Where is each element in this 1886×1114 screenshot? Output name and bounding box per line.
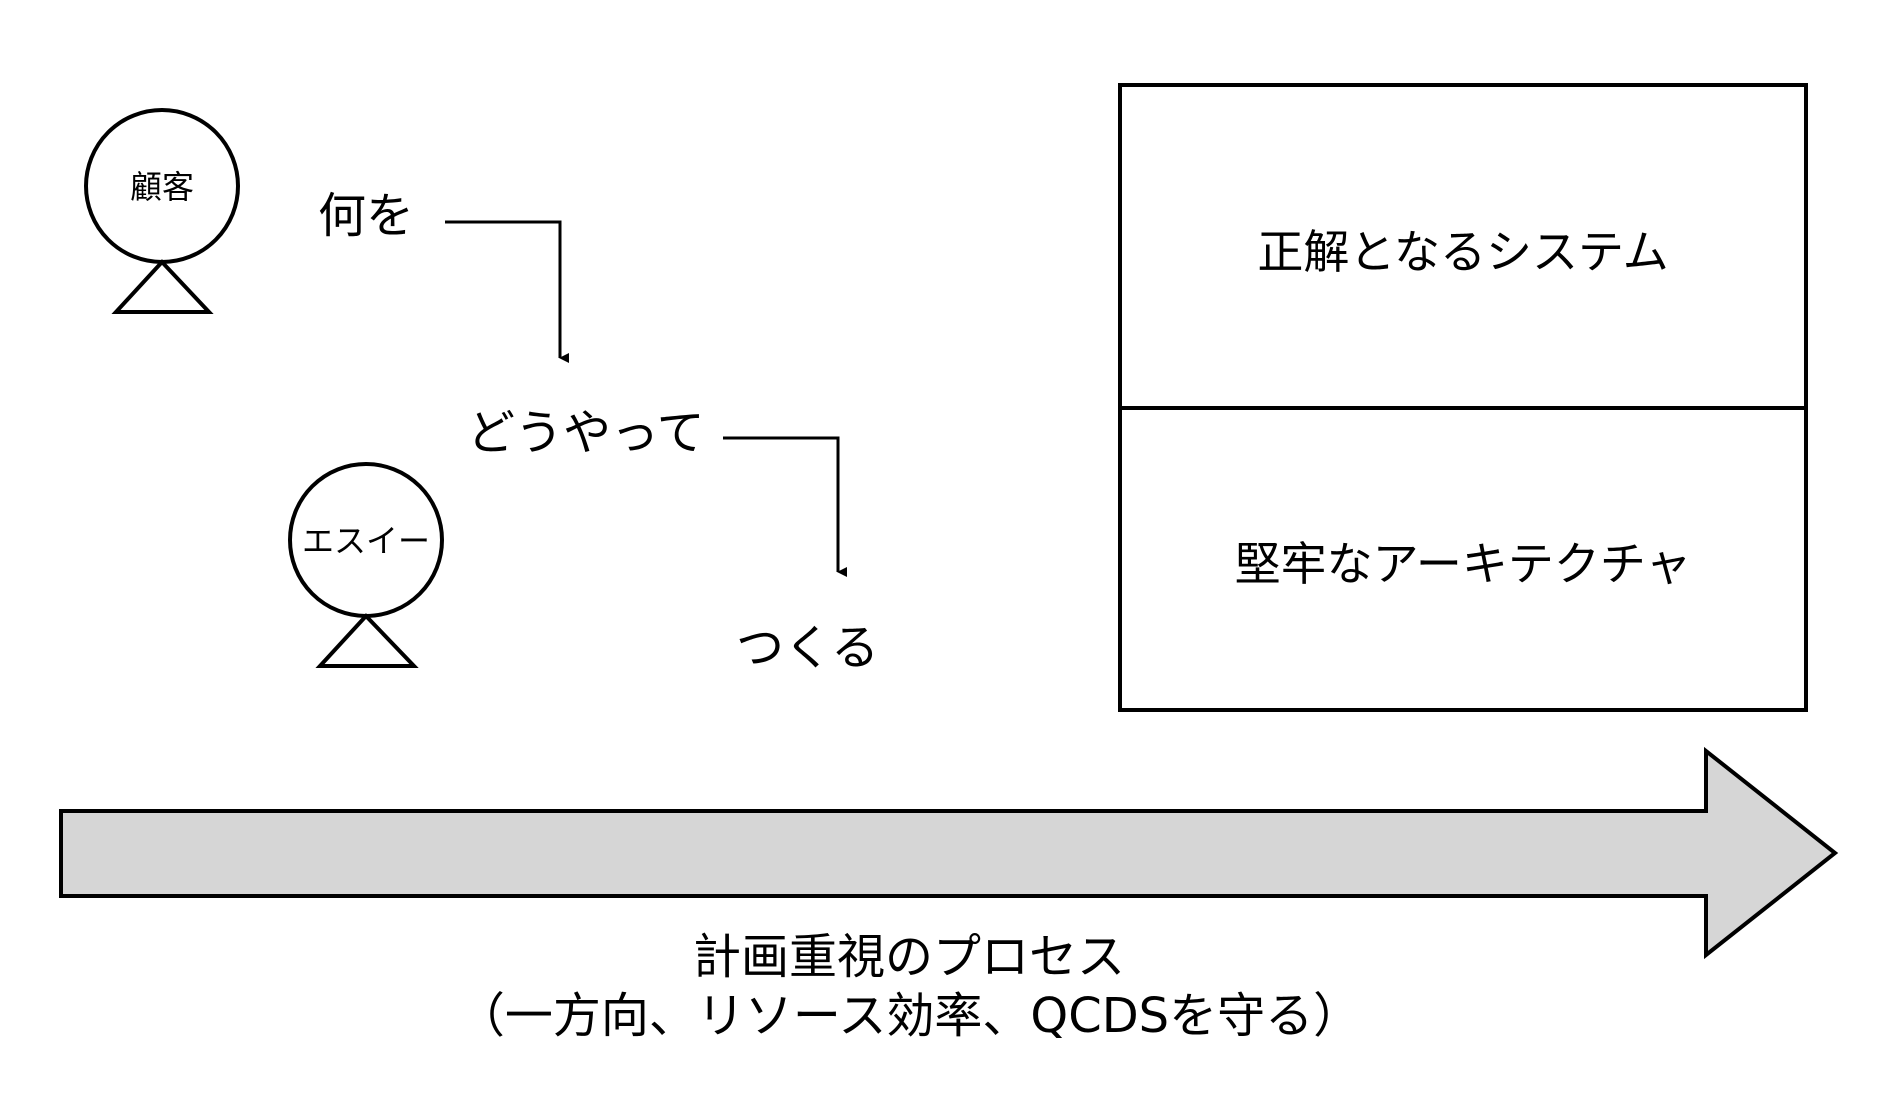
vendor-label: エスイー (302, 522, 430, 560)
flow-make-text: つくる (736, 620, 879, 676)
process-title: 計画重視のプロセス (693, 929, 1125, 985)
process-arrow (59, 746, 1839, 960)
customer-figure: 顧客 (84, 108, 240, 314)
vendor-body (315, 613, 419, 668)
vendor-figure: エスイー (288, 462, 444, 668)
flow-how-text: どうやって (467, 405, 705, 461)
stack-top-label: 正解となるシステム (1257, 225, 1668, 279)
stack-bottom-box (1118, 406, 1808, 712)
flow-what-text: 何を (318, 188, 414, 244)
flow-arrow-what-to-how (445, 220, 569, 363)
flow-arrow-how-to-make (723, 436, 847, 577)
process-subtitle: （一方向、リソース効率、QCDSを守る） (457, 988, 1361, 1044)
customer-label: 顧客 (130, 168, 194, 206)
customer-body (111, 259, 214, 314)
system-stack: 正解となるシステム 堅牢なアーキテクチャ (1118, 83, 1808, 712)
stack-bottom-label: 堅牢なアーキテクチャ (1235, 537, 1692, 591)
